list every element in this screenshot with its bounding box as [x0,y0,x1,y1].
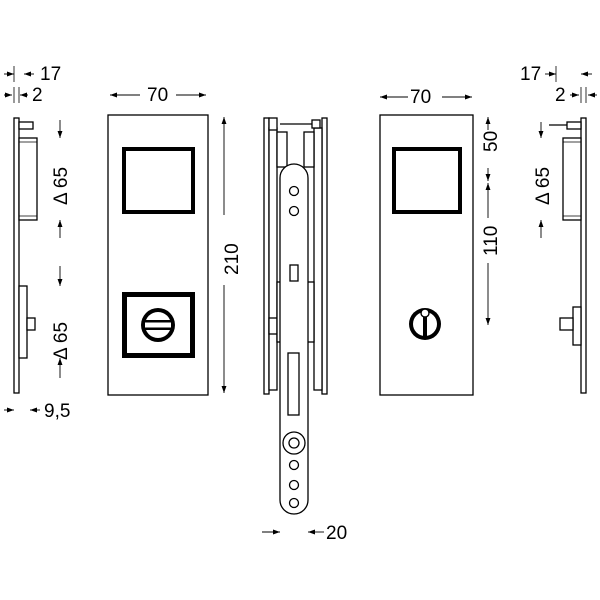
right-side-view [549,117,587,394]
dim-lock-20: 20 [326,523,347,544]
front-view [107,114,209,396]
dim-right-17: 17 [520,64,541,85]
right-dimensions: 17 2 Δ 65 [520,64,597,238]
back-view [379,114,474,396]
left-side-view [13,117,38,394]
dim-front-210: 210 [222,243,243,275]
dim-right-delta: Δ 65 [533,167,554,205]
dim-left-delta-lower: Δ 65 [51,322,72,360]
dim-back-50: 50 [481,131,502,152]
dim-right-2: 2 [555,85,566,106]
dim-front-70: 70 [147,85,168,106]
dim-left-delta-upper: Δ 65 [51,167,72,205]
left-dimensions: 17 2 Δ 65 Δ 65 9,5 [4,64,72,422]
dim-left-9-5: 9,5 [44,401,70,422]
lock-dimensions: 20 [262,523,347,544]
back-dimensions: 70 50 110 [380,87,502,325]
dim-left-17: 17 [40,64,61,85]
front-dimensions: 70 210 [110,85,243,393]
lock-section-view [263,117,328,515]
dim-left-2: 2 [32,85,43,106]
dim-back-70: 70 [410,87,431,108]
dim-back-110: 110 [481,226,502,256]
